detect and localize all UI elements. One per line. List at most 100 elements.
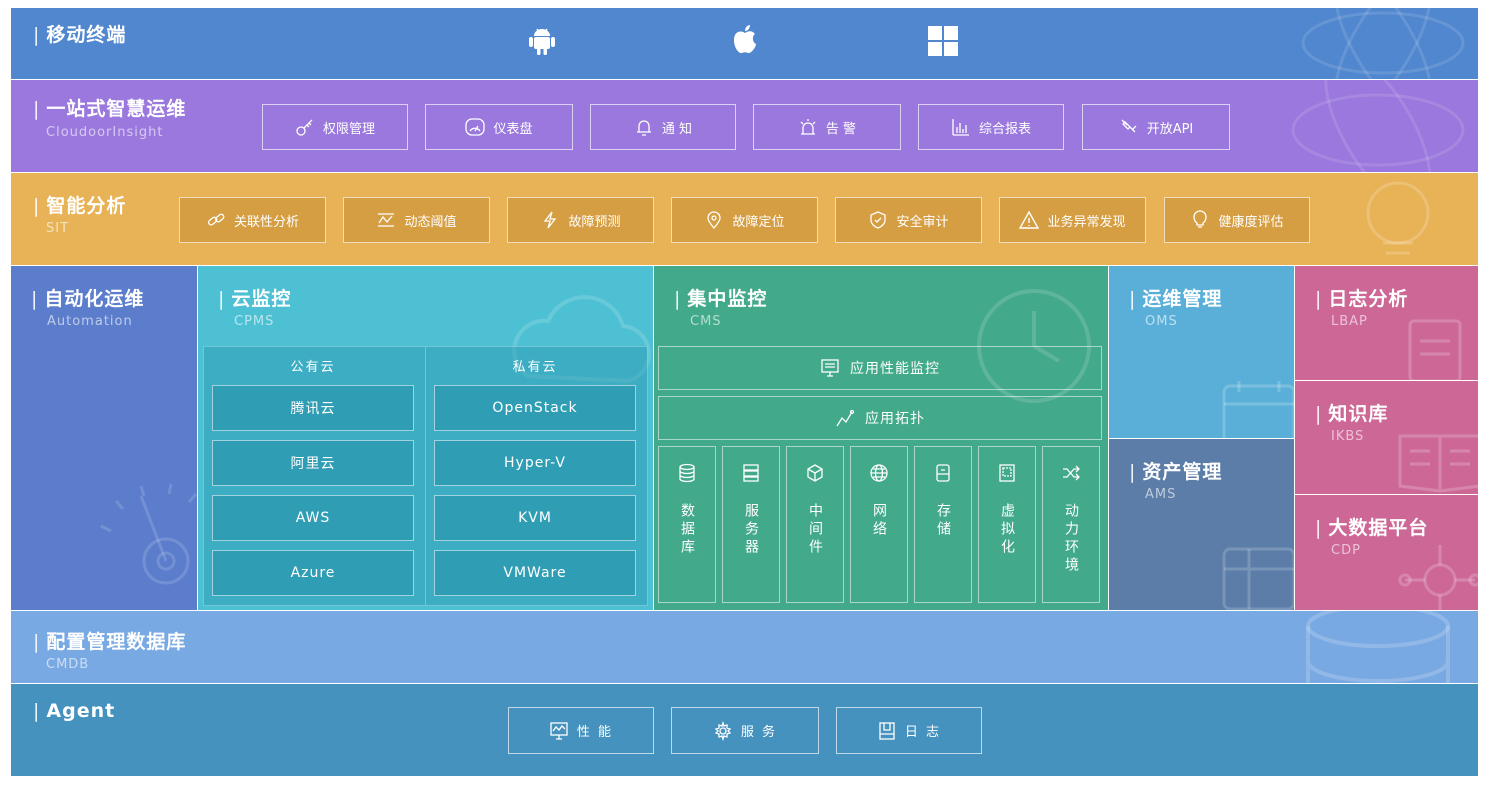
chip-correlation[interactable]: 关联性分析 bbox=[179, 197, 326, 243]
cloud-openstack[interactable]: OpenStack bbox=[434, 385, 636, 431]
database-icon bbox=[679, 463, 695, 483]
chip-security-audit-label: 安全审计 bbox=[896, 214, 949, 230]
chip-anomaly[interactable]: 业务异常发现 bbox=[999, 197, 1146, 243]
cloud-azure[interactable]: Azure bbox=[212, 550, 414, 596]
apm-box[interactable]: 应用性能监控 bbox=[658, 346, 1102, 390]
sit-subtitle: SIT bbox=[46, 221, 70, 236]
topology-box[interactable]: 应用拓扑 bbox=[658, 396, 1102, 440]
calendar-decoration-icon bbox=[1222, 381, 1294, 438]
oms-title: 运维管理 bbox=[1129, 284, 1222, 311]
topology-icon bbox=[836, 409, 855, 427]
mobile-title: 移动终端 bbox=[33, 20, 126, 47]
cloud-tencent[interactable]: 腾讯云 bbox=[212, 385, 414, 431]
cell-storage[interactable]: 存储 bbox=[914, 446, 972, 603]
cell-network[interactable]: 网络 bbox=[850, 446, 908, 603]
sit-title: 智能分析 bbox=[33, 191, 126, 218]
cell-server-label: 服务器 bbox=[743, 503, 759, 557]
cloud-kvm[interactable]: KVM bbox=[434, 495, 636, 541]
ams-subtitle: AMS bbox=[1145, 487, 1177, 502]
cloud-hyperv[interactable]: Hyper-V bbox=[434, 440, 636, 486]
monitor-icon bbox=[821, 359, 839, 377]
cell-storage-label: 存储 bbox=[935, 503, 951, 539]
cell-database-label: 数据库 bbox=[679, 503, 695, 557]
lbap-subtitle: LBAP bbox=[1331, 314, 1368, 329]
log-book-icon bbox=[879, 721, 895, 740]
chip-dashboard-label: 仪表盘 bbox=[493, 121, 533, 137]
bell-icon bbox=[636, 120, 651, 136]
bar-chart-icon bbox=[952, 119, 969, 136]
location-pin-icon bbox=[707, 211, 722, 229]
cell-server[interactable]: 服务器 bbox=[722, 446, 780, 603]
chip-notify-label: 通 知 bbox=[661, 121, 693, 137]
virtual-machine-icon bbox=[999, 464, 1015, 482]
sit-band: 智能分析 SIT 关联性分析 动态阈值 故障预测 故障定位 安全审计 业务异常发… bbox=[11, 173, 1478, 265]
cms-panel: 集中监控 CMS 应用性能监控 应用拓扑 数据库 服务器 中间件 网络 存储 虚… bbox=[654, 266, 1108, 610]
lightbulb-icon bbox=[1193, 210, 1208, 228]
chip-threshold[interactable]: 动态阈值 bbox=[343, 197, 490, 243]
cell-virtualization[interactable]: 虚拟化 bbox=[978, 446, 1036, 603]
lbap-panel: 日志分析 LBAP bbox=[1295, 266, 1478, 380]
cms-subtitle: CMS bbox=[690, 314, 722, 329]
chip-service-label: 服 务 bbox=[740, 725, 778, 740]
oms-panel: 运维管理 OMS bbox=[1109, 266, 1294, 438]
wheel-decoration-icon bbox=[1398, 545, 1478, 610]
cell-middleware-label: 中间件 bbox=[807, 503, 823, 557]
cell-power-env-label: 动力环境 bbox=[1063, 503, 1079, 575]
chip-dashboard[interactable]: 仪表盘 bbox=[425, 104, 573, 150]
cell-power-env[interactable]: 动力环境 bbox=[1042, 446, 1100, 603]
chip-fault-predict[interactable]: 故障预测 bbox=[507, 197, 654, 243]
gear-icon bbox=[714, 720, 732, 741]
ikbs-subtitle: IKBS bbox=[1331, 429, 1365, 444]
cloud-aws[interactable]: AWS bbox=[212, 495, 414, 541]
chip-api[interactable]: 开放API bbox=[1082, 104, 1230, 150]
chip-log[interactable]: 日 志 bbox=[836, 707, 982, 754]
cloud-aliyun[interactable]: 阿里云 bbox=[212, 440, 414, 486]
key-icon bbox=[296, 119, 313, 136]
chip-health[interactable]: 健康度评估 bbox=[1164, 197, 1310, 243]
chip-performance[interactable]: 性 能 bbox=[508, 707, 654, 754]
cmdb-subtitle: CMDB bbox=[46, 657, 90, 672]
automation-subtitle: Automation bbox=[47, 314, 133, 329]
chip-anomaly-label: 业务异常发现 bbox=[1047, 214, 1126, 230]
cell-virtualization-label: 虚拟化 bbox=[999, 503, 1015, 557]
cell-database[interactable]: 数据库 bbox=[658, 446, 716, 603]
cpms-grid bbox=[203, 346, 648, 606]
siren-icon bbox=[800, 119, 816, 135]
gauge-icon bbox=[465, 118, 486, 136]
warning-icon bbox=[1019, 210, 1040, 229]
agent-title: Agent bbox=[33, 700, 115, 722]
chip-security-audit[interactable]: 安全审计 bbox=[835, 197, 982, 243]
grid-decoration-icon bbox=[1222, 547, 1294, 610]
cube-icon bbox=[807, 464, 823, 482]
lbap-title: 日志分析 bbox=[1315, 284, 1408, 311]
ikbs-title: 知识库 bbox=[1315, 399, 1388, 426]
chip-notify[interactable]: 通 知 bbox=[590, 104, 736, 150]
shield-check-icon bbox=[870, 211, 887, 229]
ops-subtitle: CloudoorInsight bbox=[46, 125, 164, 140]
cdp-title: 大数据平台 bbox=[1315, 513, 1428, 540]
threshold-chart-icon bbox=[378, 213, 395, 227]
topology-label: 应用拓扑 bbox=[865, 411, 925, 427]
globe-decoration-icon bbox=[1291, 80, 1465, 172]
chip-alarm[interactable]: 告 警 bbox=[753, 104, 901, 150]
chip-fault-predict-label: 故障预测 bbox=[568, 214, 621, 230]
server-icon bbox=[743, 464, 759, 482]
apm-label: 应用性能监控 bbox=[850, 361, 940, 377]
mobile-band: 移动终端 bbox=[11, 8, 1478, 79]
chip-fault-locate[interactable]: 故障定位 bbox=[671, 197, 818, 243]
automation-panel: 自动化运维 Automation bbox=[11, 266, 197, 610]
agent-band: Agent 性 能 服 务 日 志 bbox=[11, 684, 1478, 776]
oms-subtitle: OMS bbox=[1145, 314, 1178, 329]
chip-threshold-label: 动态阈值 bbox=[404, 214, 457, 230]
cell-middleware[interactable]: 中间件 bbox=[786, 446, 844, 603]
chip-permission[interactable]: 权限管理 bbox=[262, 104, 408, 150]
cloud-vmware[interactable]: VMWare bbox=[434, 550, 636, 596]
plug-icon bbox=[1121, 119, 1137, 133]
cmdb-band: 配置管理数据库 CMDB bbox=[11, 611, 1478, 683]
cmdb-title: 配置管理数据库 bbox=[33, 627, 186, 654]
chip-report[interactable]: 综合报表 bbox=[918, 104, 1064, 150]
private-cloud-header: 私有云 bbox=[512, 360, 558, 375]
document-decoration-icon bbox=[1408, 319, 1462, 380]
book-decoration-icon bbox=[1398, 434, 1478, 493]
chip-service[interactable]: 服 务 bbox=[671, 707, 819, 754]
